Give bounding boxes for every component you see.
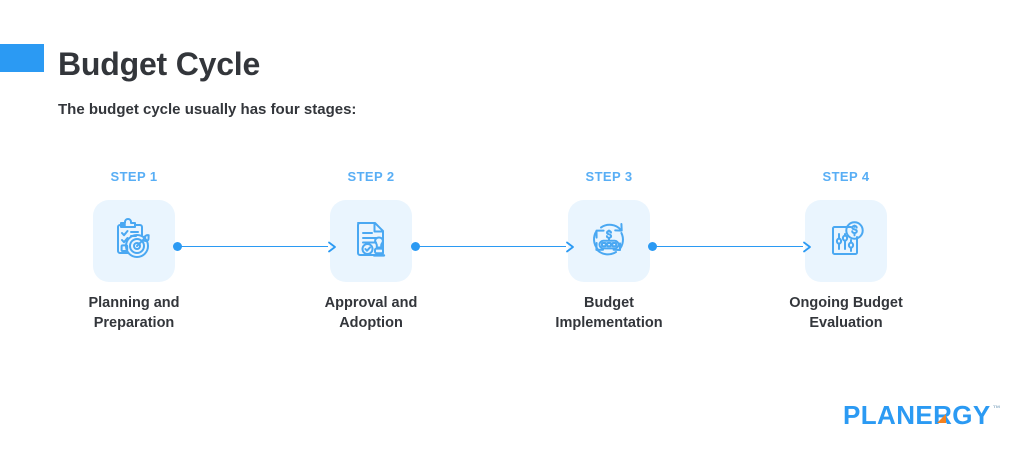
step-2-label: STEP 2	[347, 169, 395, 184]
step-4-caption-line2: Evaluation	[809, 315, 883, 331]
money-cycle-icon	[583, 213, 635, 270]
step-2-caption-line1: Approval and	[324, 295, 418, 311]
step-3-label: STEP 3	[585, 169, 633, 184]
trademark-symbol: ™	[992, 404, 1001, 413]
step-4-caption: Ongoing Budget Evaluation	[756, 293, 936, 333]
connector-line	[419, 245, 566, 248]
planergy-logo-text: PLANERGY	[843, 401, 991, 429]
step-1-caption: Planning and Preparation	[44, 293, 224, 333]
document-stamp-icon	[345, 213, 397, 270]
planergy-logo: PLANERGY ™	[843, 401, 1001, 429]
step-1: STEP 1	[44, 168, 224, 333]
connector-2-to-3	[411, 239, 576, 253]
page-title: Budget Cycle	[58, 46, 261, 82]
connector-line	[656, 245, 803, 248]
connector-dot-icon	[173, 242, 182, 251]
step-4-icon-tile	[805, 200, 887, 282]
step-2-caption-line2: Adoption	[339, 315, 403, 331]
step-1-label: STEP 1	[110, 169, 158, 184]
step-1-icon-tile	[93, 200, 175, 282]
step-1-caption-line1: Planning and	[88, 295, 180, 311]
step-1-caption-line2: Preparation	[93, 315, 175, 331]
page-subtitle: The budget cycle usually has four stages…	[58, 101, 357, 118]
clipboard-target-icon	[108, 213, 160, 270]
arrow-right-icon	[327, 240, 338, 258]
step-2-caption: Approval and Adoption	[281, 293, 461, 333]
step-3-caption-line2: Implementation	[555, 315, 663, 331]
sliders-dollar-icon	[820, 213, 872, 270]
connector-dot-icon	[411, 242, 420, 251]
step-3-caption-line1: Budget	[584, 295, 634, 311]
step-4: STEP 4	[756, 168, 936, 333]
step-2-icon-tile	[330, 200, 412, 282]
process-flow-diagram: STEP 1	[0, 168, 1024, 343]
header-accent-square	[0, 44, 44, 72]
connector-1-to-2	[173, 239, 338, 253]
step-4-label: STEP 4	[822, 169, 870, 184]
step-3: STEP 3	[519, 168, 699, 333]
connector-line	[181, 245, 328, 248]
step-2: STEP 2 Approval and Adoption	[281, 168, 461, 333]
arrow-right-icon	[565, 240, 576, 258]
step-3-caption: Budget Implementation	[519, 293, 699, 333]
step-3-icon-tile	[568, 200, 650, 282]
planergy-wordmark: PLANERGY	[843, 400, 991, 430]
connector-3-to-4	[648, 239, 813, 253]
step-4-caption-line1: Ongoing Budget	[789, 295, 903, 311]
logo-orange-wedge	[937, 414, 946, 423]
connector-dot-icon	[648, 242, 657, 251]
arrow-right-icon	[802, 240, 813, 258]
